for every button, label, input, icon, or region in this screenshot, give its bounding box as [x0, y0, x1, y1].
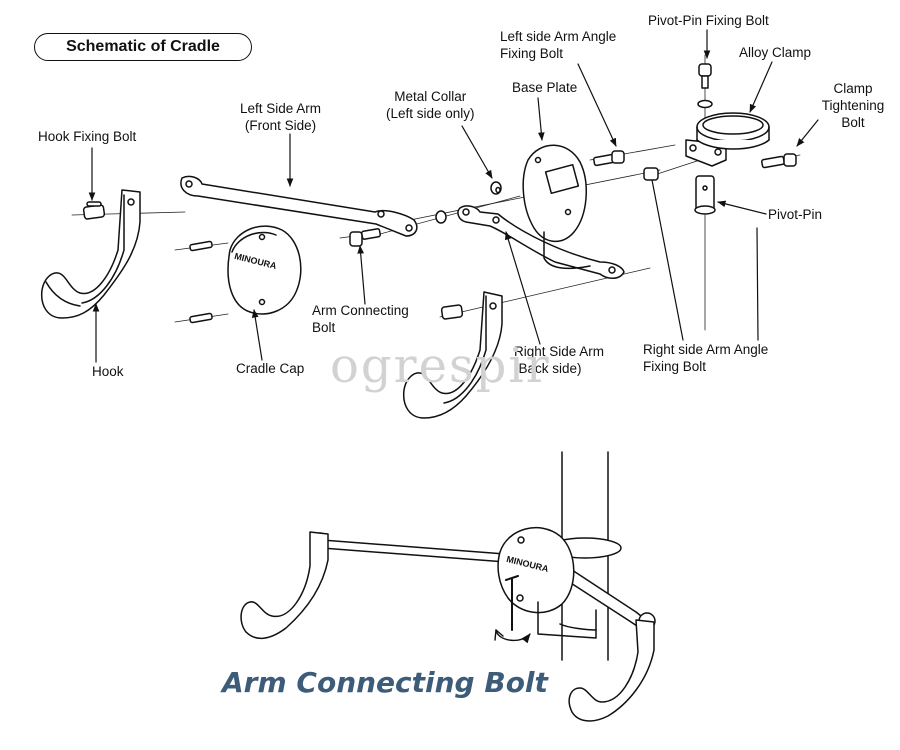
label-hook: Hook	[92, 364, 124, 379]
label-base-plate: Base Plate	[512, 80, 578, 95]
schematic-title: Schematic of Cradle	[34, 33, 252, 61]
base-plate-part	[522, 144, 591, 270]
caption: Arm Connecting Bolt	[222, 666, 548, 699]
label-pivot-pin-fixing-bolt: Pivot-Pin Fixing Bolt	[648, 13, 769, 28]
hook-left-drawing	[40, 189, 141, 319]
leader-arrows	[88, 29, 819, 363]
leader-lines-plain	[651, 179, 759, 341]
pivot-pin-fixing-bolt-part	[697, 63, 713, 109]
hook-bolt-middle	[440, 304, 464, 320]
pivot-pin-part	[694, 175, 716, 215]
label-left-side-arm: Left Side Arm(Front Side)	[240, 101, 322, 133]
label-hook-fixing-bolt: Hook Fixing Bolt	[38, 129, 137, 144]
watermark: ogrespir	[330, 338, 551, 394]
label-pivot-pin: Pivot-Pin	[768, 207, 823, 222]
left-side-arm-part	[180, 175, 418, 237]
arm-angle-fixing-bolts	[593, 150, 659, 181]
arm-connecting-bolt-part	[349, 228, 381, 247]
label-alloy-clamp: Alloy Clamp	[739, 45, 812, 60]
label-metal-collar: Metal Collar(Left side only)	[386, 89, 475, 121]
label-right-side-arm: Right Side Arm(Back side)	[514, 344, 605, 376]
cradle-cap-part	[227, 225, 302, 315]
metal-collar-part	[435, 181, 502, 224]
assembled-cradle	[240, 527, 656, 722]
rotation-arrow-icon	[494, 629, 531, 644]
hook-right-drawing	[402, 291, 503, 419]
cap-screws	[189, 240, 213, 324]
alloy-clamp-part	[685, 112, 770, 167]
clamp-tightening-bolt-part	[761, 153, 797, 169]
label-cradle-cap: Cradle Cap	[236, 361, 305, 376]
hook-fixing-bolt-part	[82, 201, 106, 220]
right-side-arm-part	[457, 205, 625, 279]
